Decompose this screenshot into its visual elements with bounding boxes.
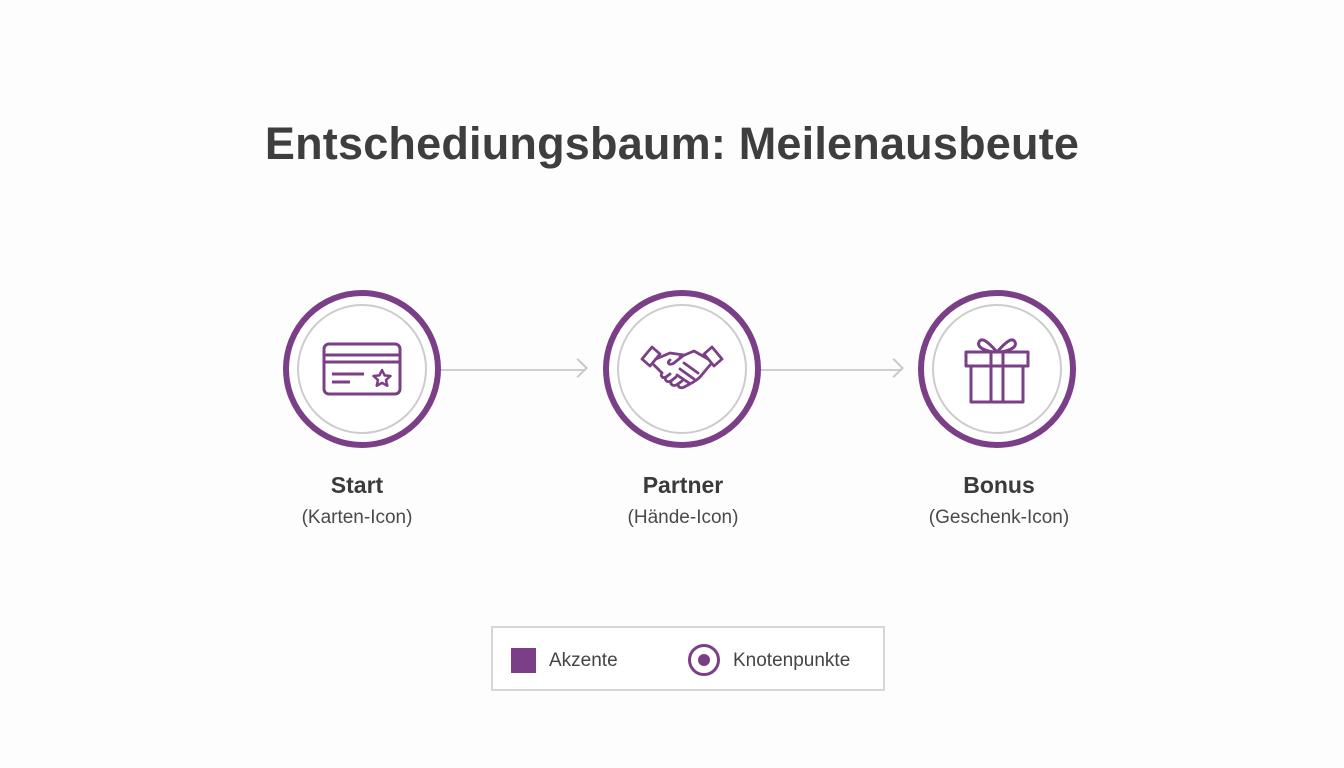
legend-node-dot xyxy=(698,654,710,666)
node-inner-ring xyxy=(932,304,1062,434)
node-sublabel-partner: (Hände-Icon) xyxy=(627,507,739,528)
legend-accent-swatch xyxy=(511,648,536,673)
node-label-partner: Partner xyxy=(642,472,724,498)
node-inner-ring xyxy=(617,304,747,434)
legend-accent-label: Akzente xyxy=(549,650,618,671)
page-title: Entschediungsbaum: Meilenausbeute xyxy=(264,118,1080,169)
node-sublabel-start: (Karten-Icon) xyxy=(301,507,413,528)
arrowhead-start-partner xyxy=(568,358,588,378)
node-label-start: Start xyxy=(330,472,384,498)
legend-node-label: Knotenpunkte xyxy=(733,650,851,671)
node-partner xyxy=(603,290,761,448)
node-bonus xyxy=(918,290,1076,448)
gift-icon xyxy=(964,338,1030,404)
arrowhead-partner-bonus xyxy=(884,358,904,378)
card-icon xyxy=(322,342,402,396)
handshake-icon xyxy=(640,345,724,390)
node-sublabel-bonus: (Geschenk-Icon) xyxy=(928,507,1070,528)
node-label-bonus: Bonus xyxy=(963,472,1035,498)
legend: Akzente Knotenpunkte xyxy=(491,626,885,691)
node-inner-ring xyxy=(297,304,427,434)
connector-start-partner xyxy=(440,369,586,371)
node-start xyxy=(283,290,441,448)
connector-partner-bonus xyxy=(760,369,902,371)
legend-node-icon xyxy=(688,644,720,676)
